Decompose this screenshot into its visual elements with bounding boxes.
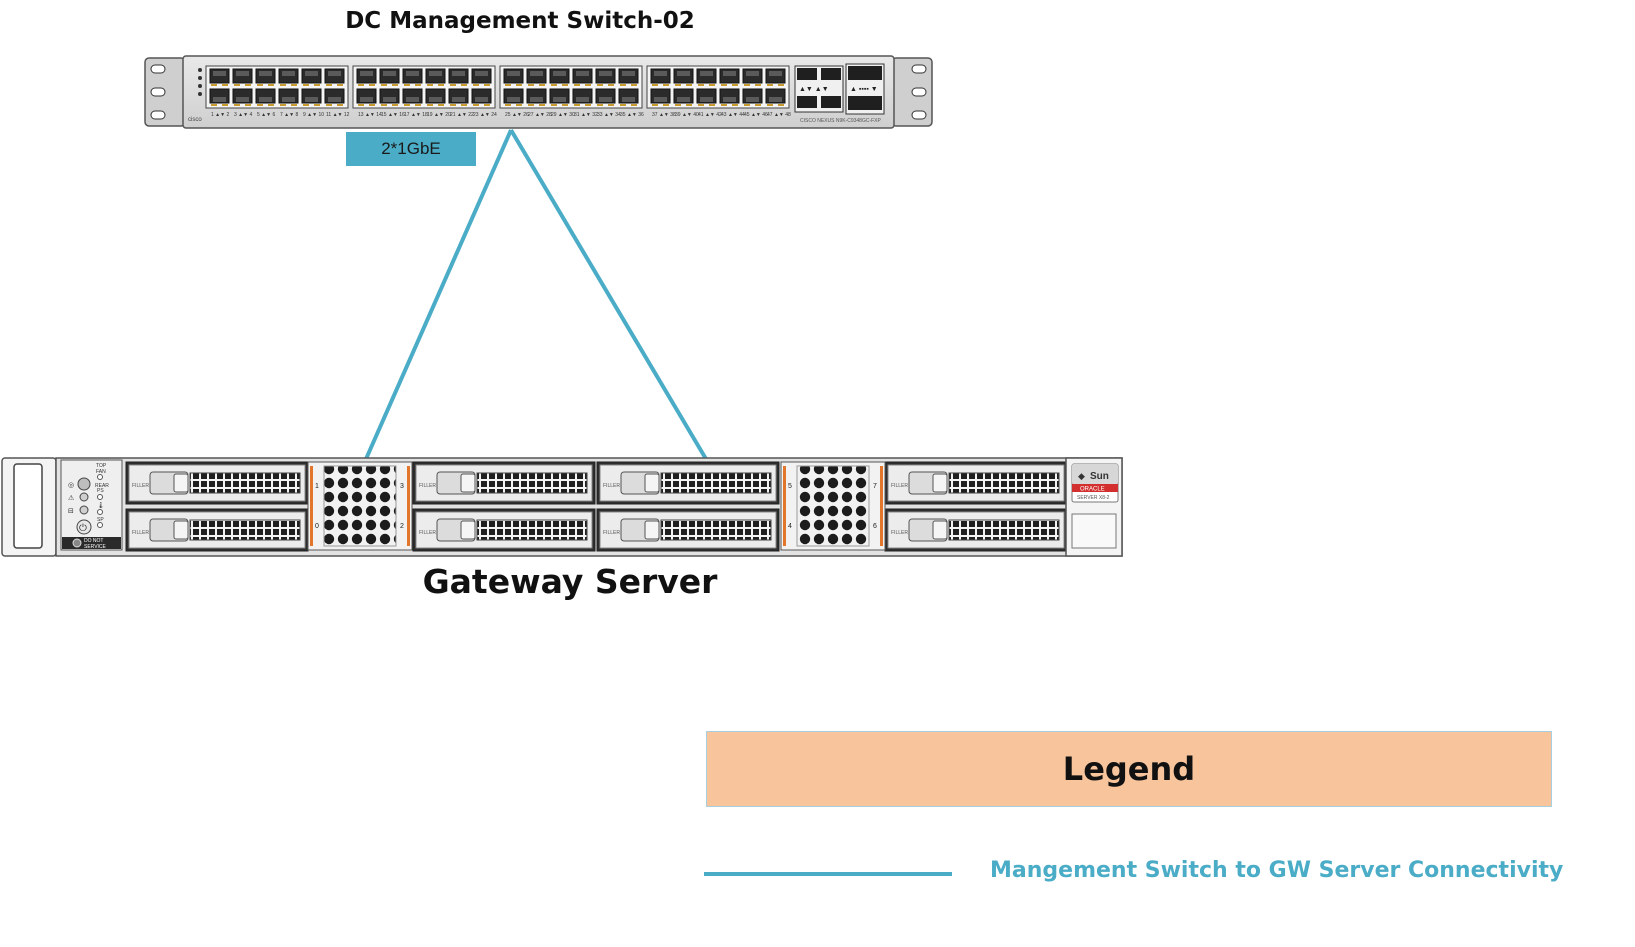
svg-text:SERVICE: SERVICE bbox=[84, 544, 107, 550]
switch-port-number: 39 ▲▼ 40 bbox=[675, 112, 699, 118]
switch-port-number: 31 ▲▼ 32 bbox=[574, 112, 598, 118]
drive-bay-filler[interactable]: FILLER bbox=[884, 508, 1068, 552]
switch-port-number: 5 ▲▼ 6 bbox=[257, 112, 275, 118]
legend-title: Legend bbox=[706, 731, 1552, 807]
switch-port-number: 33 ▲▼ 34 bbox=[597, 112, 621, 118]
fan-slot-number: 4 bbox=[788, 523, 792, 530]
switch-port-number: 35 ▲▼ 36 bbox=[620, 112, 644, 118]
server-fan-modules: 1 0 3 2 5 4 7 6 bbox=[307, 461, 886, 551]
drive-bay-filler[interactable]: FILLER bbox=[412, 508, 596, 552]
link-switch-to-server-a bbox=[364, 129, 513, 460]
switch-port-number: 17 ▲▼ 18 bbox=[404, 112, 428, 118]
svg-text:PS: PS bbox=[97, 488, 104, 494]
drive-bay-filler[interactable]: FILLER bbox=[596, 461, 780, 505]
switch-model-text: CISCO NEXUS N9K-C9348GC-FXP bbox=[800, 118, 882, 124]
drive-bay-filler[interactable]: FILLER bbox=[596, 508, 780, 552]
svg-text:FAN: FAN bbox=[96, 469, 106, 475]
svg-text:▲ ▪▪▪▪ ▼: ▲ ▪▪▪▪ ▼ bbox=[850, 86, 878, 93]
switch-port-number: 7 ▲▼ 8 bbox=[280, 112, 298, 118]
switch-uplink-ports: ▲▼ ▲▼ ▲ ▪▪▪▪ ▼ bbox=[794, 63, 885, 115]
fan-slot-number: 0 bbox=[315, 523, 319, 530]
switch-port-number: 21 ▲▼ 22 bbox=[450, 112, 474, 118]
fan-grille-icon bbox=[796, 465, 870, 547]
link-switch-to-server-b bbox=[509, 128, 708, 461]
server-brand-sub: ORACLE bbox=[1080, 487, 1105, 493]
switch-status-leds bbox=[198, 68, 202, 96]
svg-text:DO NOT: DO NOT bbox=[84, 538, 103, 544]
svg-text:◎: ◎ bbox=[68, 481, 74, 489]
switch-port-number: 3 ▲▼ 4 bbox=[234, 112, 252, 118]
switch-port-number: 19 ▲▼ 20 bbox=[427, 112, 451, 118]
switch-port-number: 11 ▲▼ 12 bbox=[326, 112, 350, 118]
drive-bay-filler[interactable]: FILLER bbox=[125, 461, 309, 505]
switch-port-number: 27 ▲▼ 28 bbox=[528, 112, 552, 118]
drive-bay-label: FILLER bbox=[603, 530, 620, 536]
switch-vendor-mark: cisco bbox=[188, 117, 202, 123]
server-title: Gateway Server bbox=[422, 562, 718, 601]
fan-grille-icon bbox=[323, 465, 397, 547]
drive-bay-label: FILLER bbox=[419, 530, 436, 536]
fan-module: 1 0 3 2 bbox=[307, 461, 413, 551]
fan-slot-number: 1 bbox=[315, 483, 319, 490]
switch-port-number: 37 ▲▼ 38 bbox=[652, 112, 676, 118]
switch-port-number: 45 ▲▼ 46 bbox=[744, 112, 768, 118]
svg-text:◆: ◆ bbox=[1078, 472, 1085, 482]
drive-bay-label: FILLER bbox=[603, 483, 620, 489]
fan-module: 5 4 7 6 bbox=[780, 461, 886, 551]
server-drive-bays: FILLER FILLER FILLER FILLER FILLER FILLER FILL… bbox=[125, 461, 1068, 552]
server-status-panel: TOP FAN REAR PS 🌡 SP ◎ ⚠ ⊟ ⏻ DO NOT SERV… bbox=[60, 459, 123, 551]
switch-port-number: 43 ▲▼ 44 bbox=[721, 112, 745, 118]
fan-slot-number: 6 bbox=[873, 523, 877, 530]
link-speed-badge: 2*1GbE bbox=[346, 132, 476, 166]
server-model-label: SERVER X8-2 bbox=[1077, 495, 1110, 501]
connections bbox=[364, 128, 708, 461]
switch-port-number: 41 ▲▼ 42 bbox=[698, 112, 722, 118]
drive-bay-filler[interactable]: FILLER bbox=[412, 461, 596, 505]
switch-port-number: 29 ▲▼ 30 bbox=[551, 112, 575, 118]
drive-bay-label: FILLER bbox=[132, 483, 149, 489]
switch-port-number: 13 ▲▼ 14 bbox=[358, 112, 382, 118]
svg-text:⚠: ⚠ bbox=[68, 494, 75, 502]
drive-bay-filler[interactable]: FILLER bbox=[125, 508, 309, 552]
svg-text:▲▼ ▲▼: ▲▼ ▲▼ bbox=[799, 86, 829, 93]
locate-led-icon bbox=[77, 477, 91, 491]
svg-text:🌡: 🌡 bbox=[97, 501, 105, 509]
legend-item-label: Mangement Switch to GW Server Connectivi… bbox=[990, 858, 1564, 883]
drive-bay-label: FILLER bbox=[132, 530, 149, 536]
fan-slot-number: 7 bbox=[873, 483, 877, 490]
power-button-icon[interactable] bbox=[76, 519, 92, 535]
switch-port-number: 23 ▲▼ 24 bbox=[473, 112, 497, 118]
switch-port-number: 1 ▲▼ 2 bbox=[211, 112, 229, 118]
drive-bay-label: FILLER bbox=[891, 530, 908, 536]
gateway-server: TOP FAN REAR PS 🌡 SP ◎ ⚠ ⊟ ⏻ DO NOT SERV… bbox=[1, 457, 1123, 557]
svg-text:SP: SP bbox=[97, 517, 104, 523]
fan-slot-number: 3 bbox=[400, 483, 404, 490]
switch-port-number: 9 ▲▼ 10 bbox=[303, 112, 324, 118]
fan-slot-number: 2 bbox=[400, 523, 404, 530]
svg-text:⏻: ⏻ bbox=[79, 523, 87, 534]
server-brand-tab: Sun ◆ ORACLE SERVER X8-2 bbox=[1065, 457, 1123, 557]
fan-slot-number: 5 bbox=[788, 483, 792, 490]
drive-bay-filler[interactable]: FILLER bbox=[884, 461, 1068, 505]
svg-text:⊟: ⊟ bbox=[68, 507, 74, 515]
legend-swatch-line bbox=[704, 872, 952, 876]
drive-bay-label: FILLER bbox=[419, 483, 436, 489]
svg-text:TOP: TOP bbox=[96, 463, 107, 469]
server-brand-logo: Sun bbox=[1090, 471, 1109, 482]
drive-bay-label: FILLER bbox=[891, 483, 908, 489]
svg-text:REAR: REAR bbox=[95, 483, 109, 489]
switch-port-number: 25 ▲▼ 26 bbox=[505, 112, 529, 118]
switch-port-number: 15 ▲▼ 16 bbox=[381, 112, 405, 118]
switch-port-number: 47 ▲▼ 48 bbox=[767, 112, 791, 118]
switch-title: DC Management Switch-02 bbox=[345, 8, 695, 34]
